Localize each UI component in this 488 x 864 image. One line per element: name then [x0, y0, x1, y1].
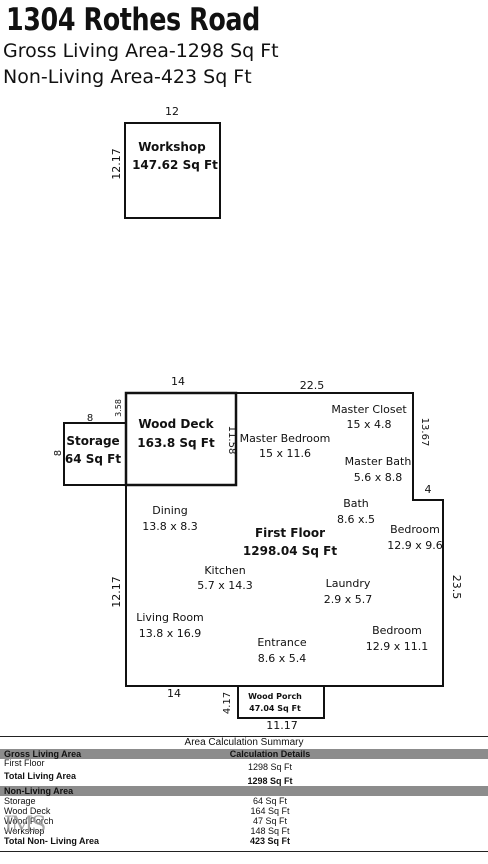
- room-name: Dining: [152, 504, 188, 517]
- room-size: 12.9 x 11.1: [366, 640, 429, 653]
- non-living-header-row: Non-Living Area: [0, 786, 488, 796]
- watermark-logo: IMS: [4, 813, 46, 838]
- wood-deck-label: Wood Deck: [4, 806, 51, 816]
- workshop-dim-side: 12.17: [110, 148, 123, 180]
- gross-living-area-line: Gross Living Area-1298 Sq Ft: [3, 40, 279, 62]
- room-size: 5.7 x 14.3: [197, 579, 253, 592]
- room-name: Bath: [343, 497, 369, 510]
- first-floor-value: 1298 Sq Ft: [247, 762, 293, 772]
- non-living-item-row: Workshop 148 Sq Ft: [0, 826, 488, 836]
- storage-label: Storage: [4, 796, 36, 806]
- room-name: Entrance: [257, 636, 307, 649]
- wood-porch-area: 47.04 Sq Ft: [249, 704, 301, 713]
- wood-deck-dim-top: 14: [171, 375, 185, 388]
- room-size: 13.8 x 16.9: [139, 627, 202, 640]
- first-floor-dim-right: 23.5: [450, 575, 463, 600]
- total-non-living-label: Total Non- Living Area: [4, 836, 100, 846]
- first-floor-dim-right-upper: 13.67: [419, 418, 430, 447]
- total-living-row: Total Living Area 1298 Sq Ft: [0, 771, 488, 786]
- workshop-dim-top: 12: [165, 105, 179, 118]
- workshop-value: 148 Sq Ft: [250, 826, 290, 836]
- room-size: 8.6 x 5.4: [258, 652, 307, 665]
- storage-dim-side: 8: [53, 450, 64, 456]
- room-name: Master Bedroom: [240, 432, 331, 445]
- non-living-item-row: Wood Deck 164 Sq Ft: [0, 806, 488, 816]
- wood-porch-outline: [237, 685, 325, 719]
- first-floor-label: First Floor: [4, 758, 45, 768]
- first-floor-dim-bottom-left: 14: [167, 687, 181, 700]
- room-labels: Master Closet 15 x 4.8 Master Bedroom 15…: [136, 403, 443, 665]
- summary-title: Area Calculation Summary: [0, 738, 488, 748]
- room-name: Bedroom: [390, 523, 440, 536]
- first-floor-area: 1298.04 Sq Ft: [243, 544, 337, 558]
- workshop-name: Workshop: [138, 140, 206, 154]
- non-living-area-line: Non-Living Area-423 Sq Ft: [3, 66, 252, 88]
- wood-deck-name: Wood Deck: [138, 417, 214, 431]
- first-floor-name: First Floor: [255, 526, 325, 540]
- storage-area: 64 Sq Ft: [65, 452, 121, 466]
- property-address: 1304 Rothes Road: [6, 2, 260, 38]
- room-size: 15 x 11.6: [259, 447, 311, 460]
- workshop-label: Workshop: [4, 826, 45, 836]
- room-name: Laundry: [326, 577, 371, 590]
- wood-porch-dim-side: 4.17: [222, 692, 233, 714]
- room-size: 12.9 x 9.6: [387, 539, 443, 552]
- first-floor-row: First Floor 1298 Sq Ft: [0, 758, 488, 772]
- room-size: 15 x 4.8: [347, 418, 392, 431]
- room-size: 8.6 x.5: [337, 513, 375, 526]
- wood-porch-dim-bottom: 11.17: [266, 719, 298, 732]
- wood-deck-area: 163.8 Sq Ft: [137, 436, 215, 450]
- first-floor-outline: [125, 392, 444, 687]
- room-name: Master Bath: [345, 455, 412, 468]
- gross-living-header: Gross Living Area: [4, 749, 82, 759]
- workshop-outline: [124, 122, 221, 219]
- wood-deck-outline: [124, 391, 238, 487]
- summary-title-text: Area Calculation Summary: [184, 737, 304, 748]
- room-size: 5.6 x 8.8: [354, 471, 403, 484]
- total-living-label: Total Living Area: [4, 771, 77, 781]
- storage-dim-top: 8: [87, 413, 93, 424]
- total-non-living-row: Total Non- Living Area 423 Sq Ft: [0, 836, 488, 846]
- calculation-details-header: Calculation Details: [229, 749, 311, 759]
- workshop-area: 147.62 Sq Ft: [132, 158, 218, 172]
- wood-deck-value: 164 Sq Ft: [250, 806, 290, 816]
- total-non-living-value: 423 Sq Ft: [249, 836, 290, 846]
- wood-porch-value: 47 Sq Ft: [252, 816, 288, 826]
- storage-name: Storage: [66, 434, 119, 448]
- total-living-value: 1298 Sq Ft: [247, 776, 293, 786]
- room-size: 2.9 x 5.7: [324, 593, 373, 606]
- wood-deck-dim-left: 3.58: [114, 399, 123, 417]
- room-name: Living Room: [136, 611, 204, 624]
- summary-bottom-rule: [0, 851, 488, 852]
- room-name: Kitchen: [204, 564, 245, 577]
- non-living-item-row: Storage 64 Sq Ft: [0, 796, 488, 806]
- gross-living-header-row: Gross Living Area Calculation Details: [0, 749, 488, 759]
- room-size: 13.8 x 8.3: [142, 520, 198, 533]
- room-name: Bedroom: [372, 624, 422, 637]
- wood-deck-dim-right: 11.58: [226, 426, 237, 455]
- wood-porch-label: Wood Porch: [4, 816, 54, 826]
- non-living-item-row: Wood Porch 47 Sq Ft: [0, 816, 488, 826]
- first-floor-dim-top: 22.5: [300, 379, 325, 392]
- room-name: Master Closet: [331, 403, 407, 416]
- summary-top-rule: [0, 736, 488, 737]
- first-floor-dim-left: 12.17: [110, 576, 123, 608]
- floor-plan-diagram: Workshop 147.62 Sq Ft 12 12.17 Storage 6…: [53, 105, 463, 732]
- non-living-header: Non-Living Area: [4, 786, 74, 796]
- first-floor-dim-notch: 4: [425, 483, 432, 496]
- wood-porch-name: Wood Porch: [248, 692, 302, 701]
- storage-value: 64 Sq Ft: [252, 796, 288, 806]
